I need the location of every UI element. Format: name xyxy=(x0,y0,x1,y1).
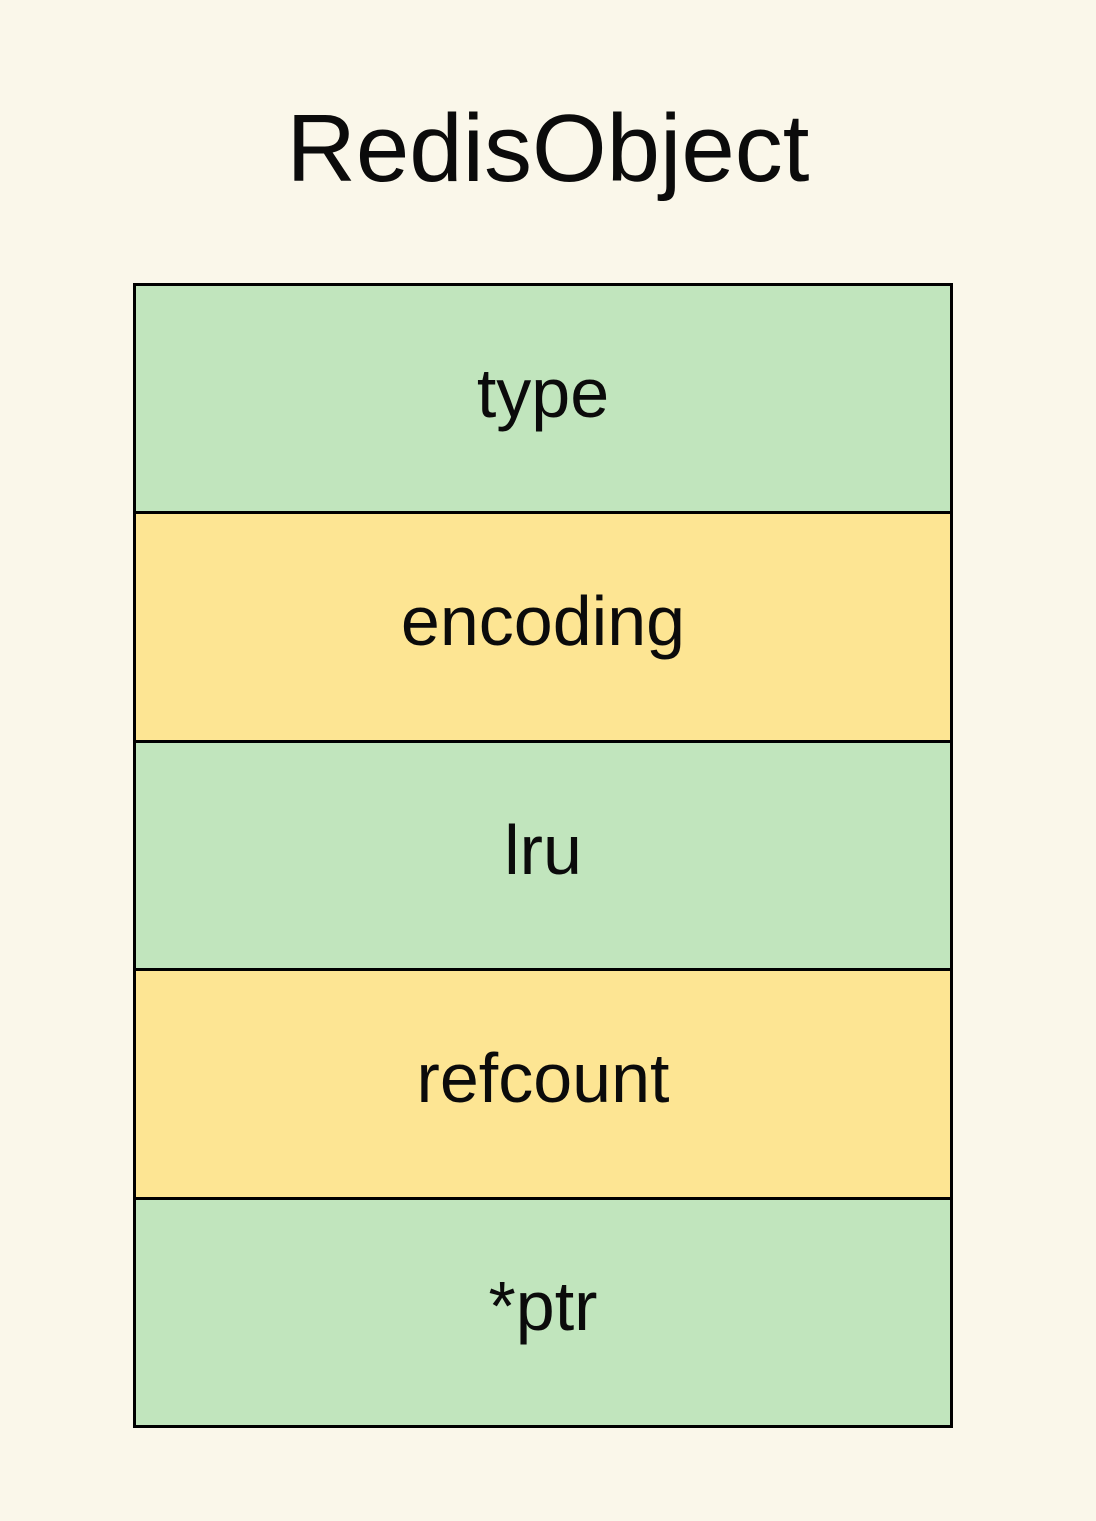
redis-object-struct: type encoding lru refcount *ptr xyxy=(133,283,953,1428)
struct-row-label: *ptr xyxy=(488,1267,598,1346)
struct-row-ptr: *ptr xyxy=(136,1196,950,1426)
struct-row-label: encoding xyxy=(400,582,686,661)
struct-row-type: type xyxy=(136,286,950,512)
struct-row-lru: lru xyxy=(136,739,950,969)
struct-row-label: lru xyxy=(504,810,582,889)
struct-row-encoding: encoding xyxy=(136,511,950,740)
struct-row-label: refcount xyxy=(416,1038,670,1117)
diagram-title: RedisObject xyxy=(286,95,810,202)
struct-row-label: type xyxy=(476,353,610,432)
struct-row-refcount: refcount xyxy=(136,968,950,1197)
